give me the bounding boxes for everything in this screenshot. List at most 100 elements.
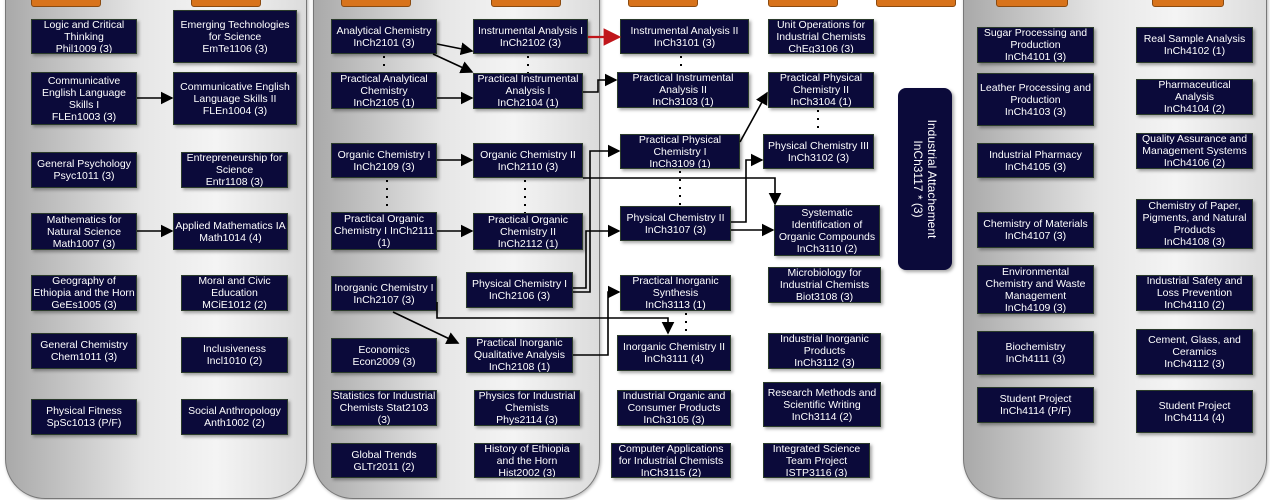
course-title-line: Sugar Processing and [983,27,1088,39]
course-title-line: Practical Analytical [340,72,428,85]
course-title-line: Chemistry of Paper, [1148,200,1241,212]
course-code: InCh3115 (2) [640,466,702,478]
course-box-year4[interactable]: Chemistry of Paper,Pigments, and Natural… [1136,199,1253,249]
course-code: FLEn1004 (3) [202,104,268,117]
semester-header-tab[interactable] [876,0,956,7]
semester-header-tab[interactable] [191,0,261,7]
course-title-line: Communicative English [180,80,290,93]
semester-header-tab[interactable] [491,0,561,7]
course-title-line: Organic Compounds [778,230,876,243]
course-code: InCh2110 (3) [497,160,559,173]
course-code: InCh4110 (2) [1164,299,1225,311]
course-code: GeEs1005 (3) [51,299,117,311]
course-title-line: Language Skills II [193,92,277,105]
course-title-line: Practical Organic [488,213,568,226]
course-code: InCh4105 (3) [1004,160,1067,173]
course-title-line: for Industrial Chemists [618,454,724,467]
course-title-line: English Language [41,86,127,99]
course-title-line: Inorganic Chemistry I [334,281,434,294]
course-title-line: Physical Fitness [46,405,122,417]
industrial-attachment-box[interactable]: Industrial Attachement InCh3117 * (3) [898,88,952,270]
semester-header-tab[interactable] [628,0,698,7]
attachment-code: InCh3117 * (3) [911,140,925,218]
arrow [583,177,782,206]
course-code: Biot3108 (3) [795,291,854,303]
semester-header-tab[interactable] [341,0,411,7]
course-title-line: Education [211,287,258,299]
course-title-line: Industrial Inorganic [780,333,869,345]
course-title-line: Analytical Chemistry [336,24,432,37]
course-title-line: Research Methods and [767,386,877,399]
semester-header-tab[interactable] [1152,0,1224,7]
semester-header-tab[interactable] [996,0,1068,7]
course-title-line: Entrepreneurship for [186,152,283,164]
course-title-line: Biochemistry [1005,341,1066,353]
course-code: InCh2101 (3) [353,36,415,49]
course-code: InCh3109 (1) [649,157,711,169]
semester-header-tab[interactable] [31,0,101,7]
semester-header-tab[interactable] [768,0,838,7]
course-title-line: Inorganic Chemistry II [622,341,726,353]
course-title-line: Chemistry [360,84,408,97]
